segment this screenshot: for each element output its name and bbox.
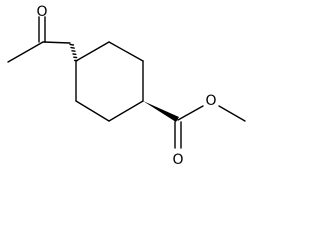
ring-bond-c1-c2 (75, 41, 110, 62)
ring-bond-c4-c5 (108, 100, 144, 122)
acetyl-oxygen-label: O (36, 4, 47, 20)
solid-wedge-bond-ester (143, 101, 179, 122)
acetyl-carbonyl-ring-side (42, 41, 71, 44)
ester-carbonyl-oxygen-label: O (172, 152, 183, 168)
ester-c-to-ether-o (177, 105, 204, 121)
cyclohexane-ring (75, 41, 144, 122)
ether-o-to-methyl (218, 105, 246, 122)
acetyl-carbonyl-to-methyl (7, 41, 44, 63)
chemical-structure: O O O (7, 4, 246, 168)
ester-ether-oxygen-label: O (205, 93, 216, 109)
methyl-ester-group: O O (143, 93, 246, 168)
ring-bond-c2-c3 (108, 41, 144, 62)
hashed-wedge-bond-acetyl (69, 43, 79, 62)
acetyl-group: O (7, 4, 79, 63)
ring-bond-c5-c6 (75, 100, 110, 122)
